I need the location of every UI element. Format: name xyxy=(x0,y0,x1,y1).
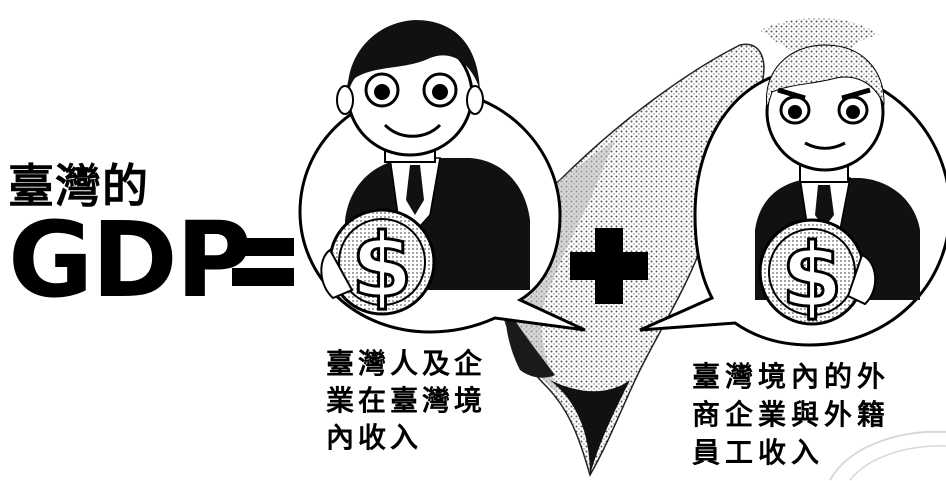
right-caption: 臺灣境內的外 商企業與外籍 員工收入 xyxy=(692,358,890,472)
left-caption: 臺灣人及企 業在臺灣境 內收入 xyxy=(326,345,486,456)
left-caption-line: 內收入 xyxy=(326,421,423,454)
right-caption-line: 商企業與外籍 xyxy=(692,398,891,431)
plus-text: + xyxy=(570,228,648,304)
left-caption-line: 業在臺灣境 xyxy=(326,384,487,417)
businessman-with-coin-icon: $ xyxy=(320,20,530,319)
equals-text: = xyxy=(232,238,294,286)
gdp-label: GDP xyxy=(8,199,252,321)
watermark-stamp xyxy=(829,430,946,481)
right-caption-line: 員工收入 xyxy=(692,436,825,469)
equals-operator xyxy=(232,238,294,286)
right-dollar-symbol: $ xyxy=(781,224,842,327)
left-dollar-symbol: $ xyxy=(351,214,412,317)
left-caption-line: 臺灣人及企 xyxy=(326,347,487,380)
diagram-title: 臺灣的 xyxy=(8,159,149,213)
plus-operator xyxy=(570,228,648,304)
right-caption-line: 臺灣境內的外 xyxy=(692,360,891,393)
foreign-businessman-with-coin-icon: $ xyxy=(755,44,920,329)
